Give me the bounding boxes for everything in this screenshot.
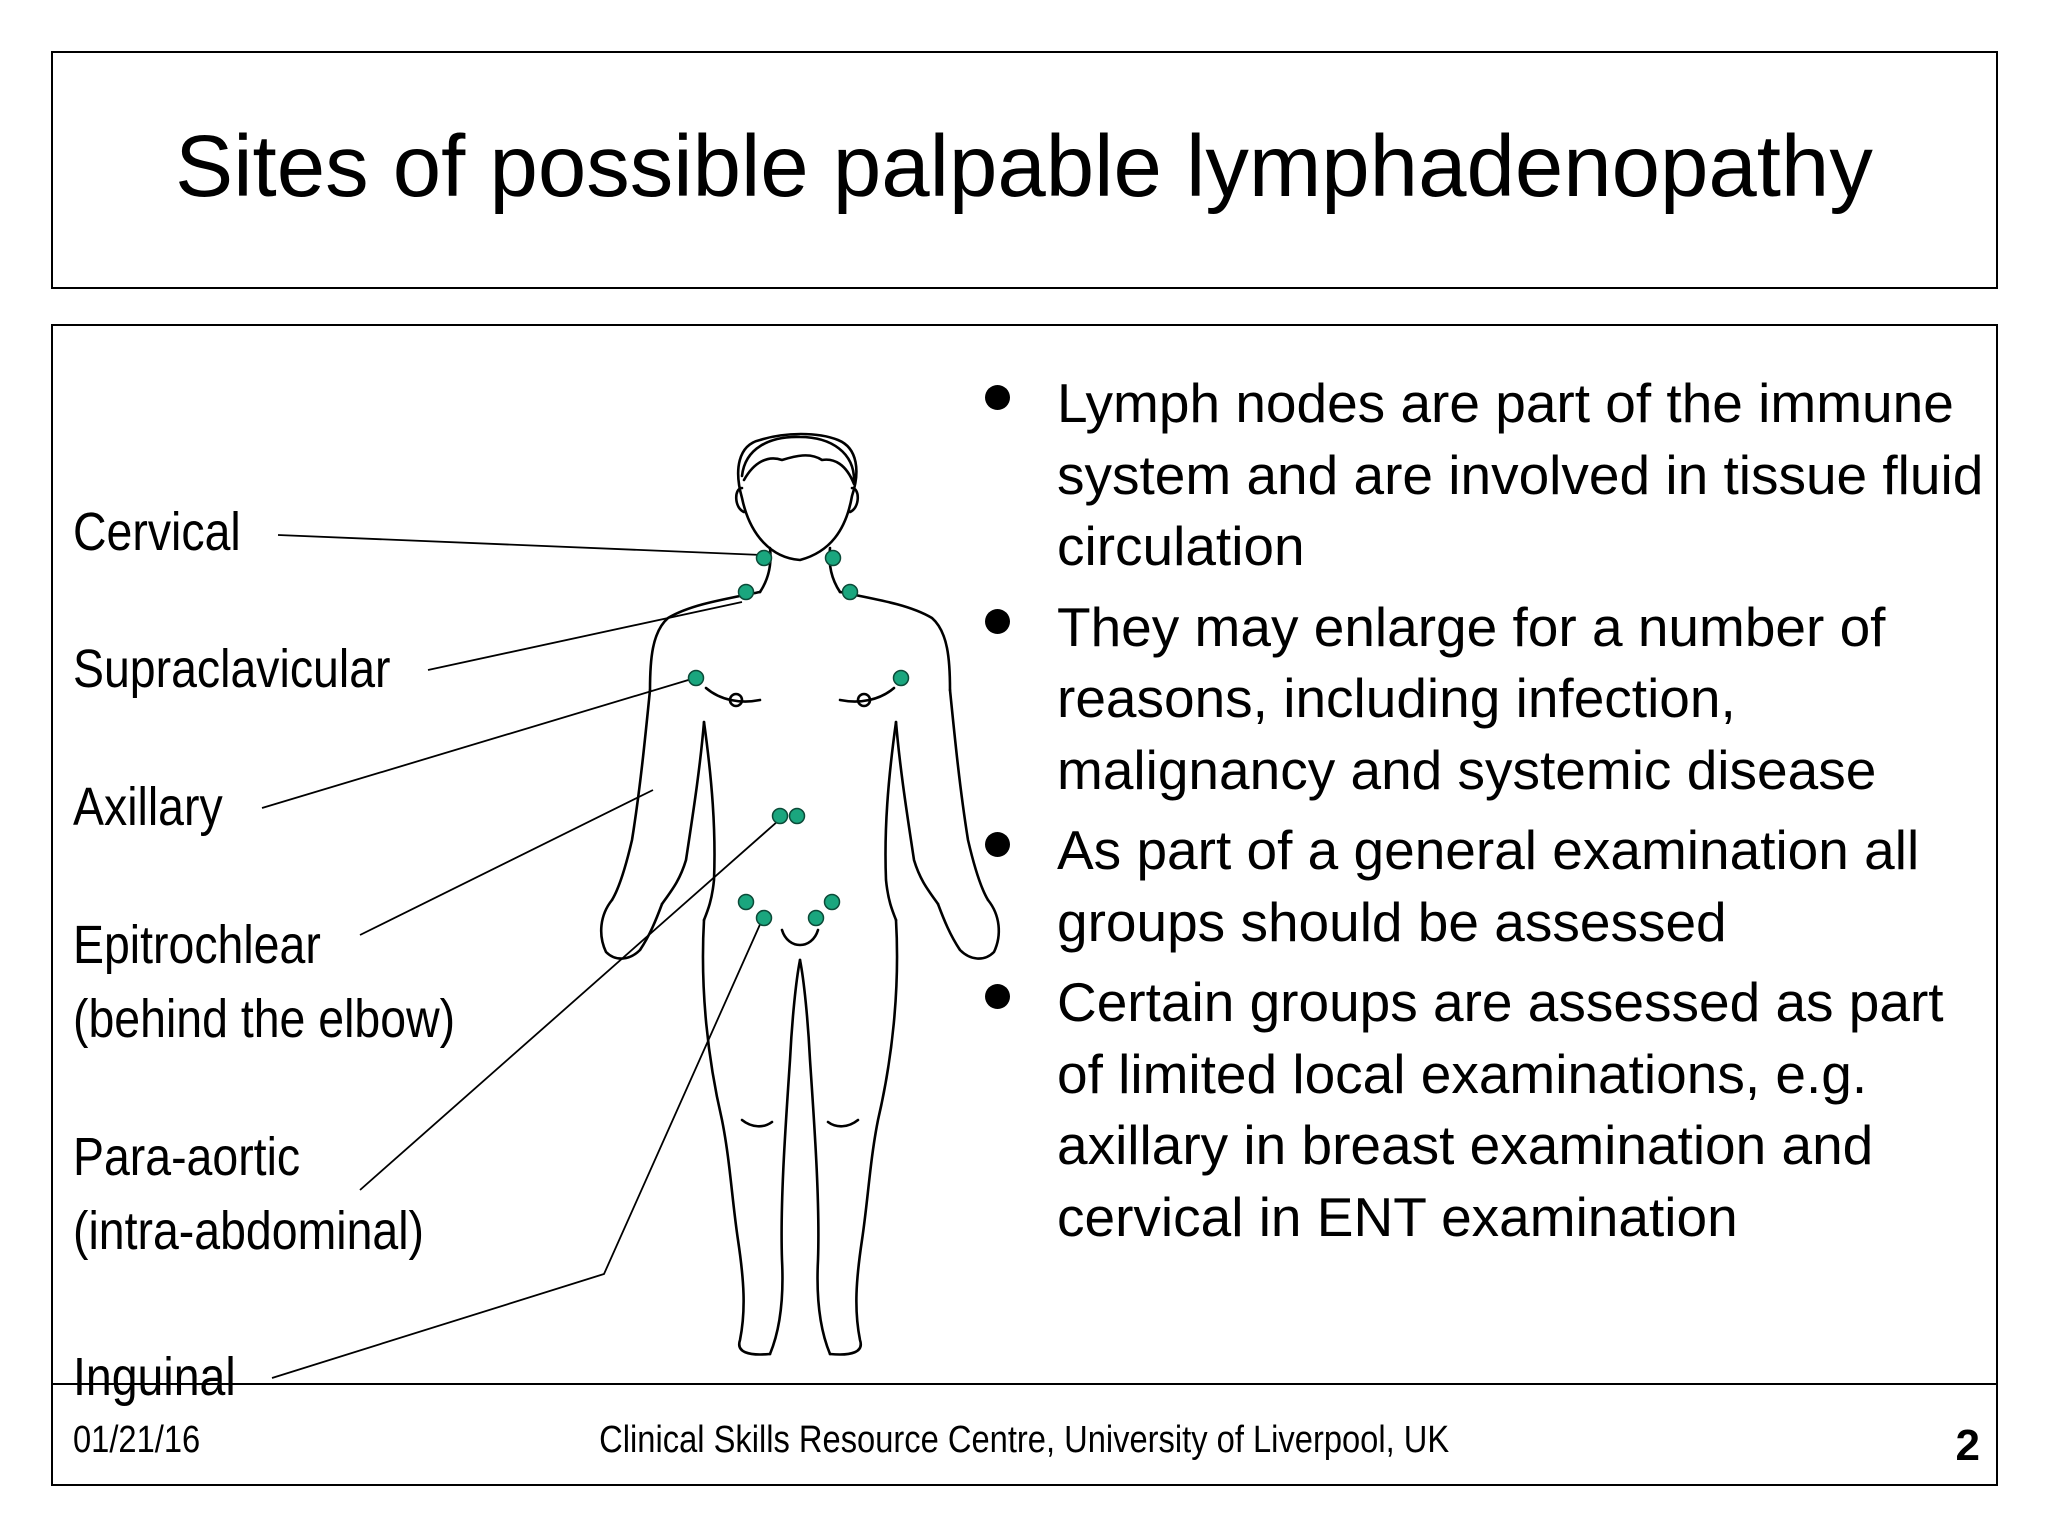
supraclavicular-leader (427, 601, 743, 671)
bullet-item: They may enlarge for a number of reasons… (975, 592, 1985, 807)
page-number: 2 (1955, 1421, 1980, 1470)
axillary-node-left (687, 669, 705, 687)
bullet-dot-icon (985, 608, 1010, 634)
footer-date: 01/21/16 (73, 1419, 201, 1461)
footer-divider (51, 1383, 1998, 1385)
inguinal-node-2 (755, 909, 773, 927)
bullet-dot-icon (985, 984, 1010, 1009)
slide-title: Sites of possible palpable lymphadenopat… (175, 118, 1873, 215)
lymph-nodes (687, 549, 910, 927)
inguinal-node-3 (807, 909, 825, 927)
epitrochlear-leader (359, 789, 654, 936)
para-aortic-node-2 (788, 807, 806, 825)
bullet-dot-icon (985, 385, 1010, 410)
footer-source: Clinical Skills Resource Centre, Univers… (598, 1419, 1449, 1461)
supraclavicular-node-right (841, 583, 859, 601)
label-inguinal: Inguinal (73, 1347, 236, 1407)
label-para-aortic: Para-aortic (73, 1127, 301, 1187)
bullet-item: As part of a general examination all gro… (975, 815, 1985, 958)
label-epitrochlear-note: (behind the elbow) (73, 989, 456, 1049)
inguinal-node-1 (737, 893, 755, 911)
inguinal-node-4 (823, 893, 841, 911)
bullet-list: Lymph nodes are part of the immune syste… (975, 368, 1985, 1262)
content-box (51, 324, 1998, 1486)
label-cervical: Cervical (73, 502, 241, 562)
label-para-aortic-note: (intra-abdominal) (73, 1201, 425, 1261)
title-box (51, 51, 1998, 289)
para-aortic-node-1 (771, 807, 789, 825)
cervical-node-right (824, 549, 842, 567)
cervical-node-left (755, 549, 773, 567)
bullet-dot-icon (985, 832, 1010, 857)
body-outline (599, 432, 1001, 1356)
cervical-leader (277, 534, 763, 556)
label-axillary: Axillary (73, 777, 223, 837)
axillary-node-right (892, 669, 910, 687)
supraclavicular-node-left (737, 583, 755, 601)
para-aortic-leader (359, 820, 779, 1191)
bullet-item: Certain groups are assessed as part of l… (975, 967, 1985, 1253)
leader-lines (261, 534, 779, 1379)
label-epitrochlear: Epitrochlear (73, 915, 321, 975)
axillary-leader (261, 677, 696, 809)
bullet-item: Lymph nodes are part of the immune syste… (975, 368, 1985, 583)
inguinal-leader (271, 919, 763, 1379)
label-supraclavicular: Supraclavicular (73, 639, 391, 699)
